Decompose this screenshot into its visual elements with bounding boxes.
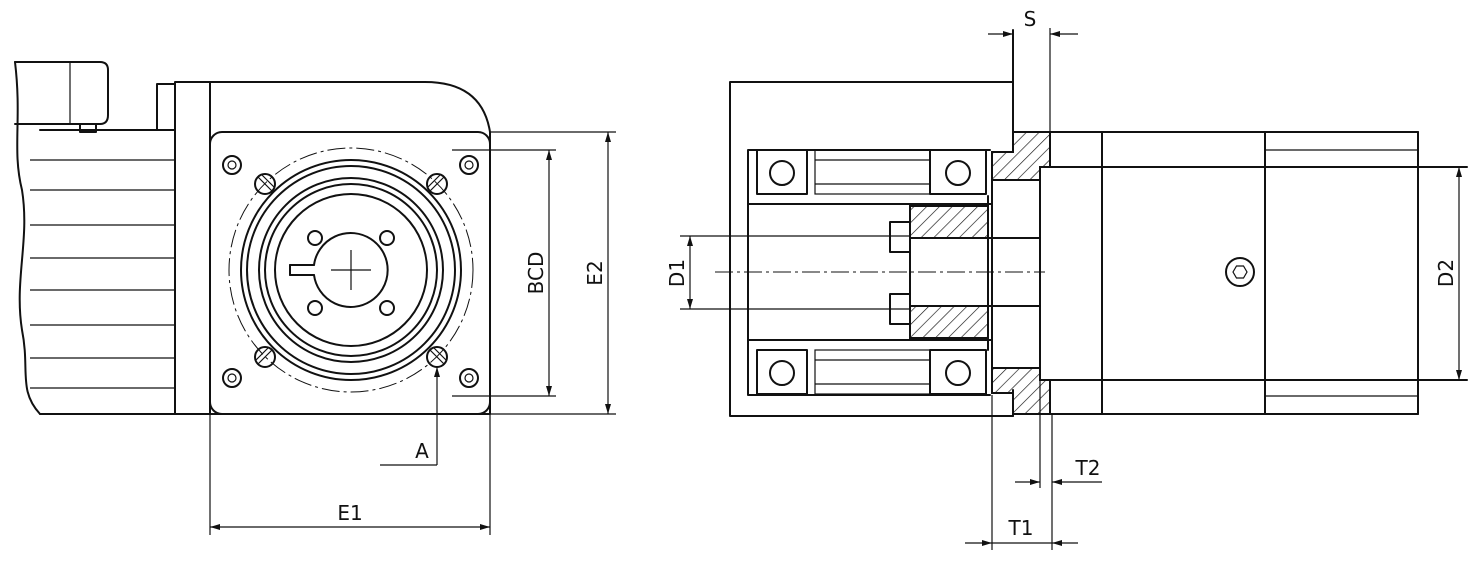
corner-mounting-holes [222,155,479,388]
shaft-bore [289,232,389,308]
bearing-top [756,149,987,195]
section-view: D1 D2 S T2 T1 [665,7,1468,550]
output-flange-rings [240,159,462,381]
housing [729,81,1014,417]
bearing-bottom [756,349,987,395]
label-d1: D1 [665,259,689,287]
label-s: S [1024,7,1037,31]
inner-holes [307,230,395,316]
motor-body [14,61,176,415]
label-e2: E2 [583,260,607,285]
flange-section-top [991,131,1051,181]
bolt-circle [228,147,474,393]
label-t1: T1 [1008,516,1034,540]
label-e1: E1 [337,501,362,525]
square-flange [209,131,491,415]
label-d2: D2 [1434,259,1458,287]
label-a: A [415,439,429,463]
adapter-plate [174,81,211,415]
leader-a [380,367,440,466]
clamp-hub-bottom [909,305,989,339]
clamp-hub-top [909,205,989,239]
label-bcd: BCD [524,252,548,295]
front-view: E1 BCD E2 A [14,61,616,535]
coupling [680,179,1041,369]
flange-section-bottom [991,367,1051,415]
gearbox-body [1039,131,1468,415]
label-t2: T2 [1075,456,1101,480]
